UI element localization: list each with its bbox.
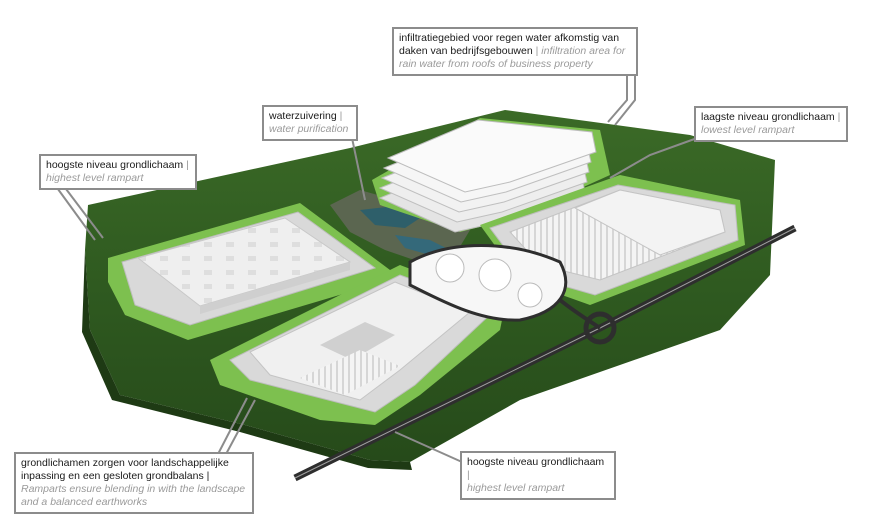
separator-icon: | [206,470,210,482]
separator-icon: | [339,110,343,122]
callout-highest-left-nl: hoogste niveau grondlichaam [46,159,184,171]
building-left-side [200,262,350,314]
building-right-roof [573,189,726,256]
grass-terrain-side [82,250,412,470]
leader-infiltration [607,70,628,123]
callout-water-purification: waterzuivering | water purification [262,105,358,141]
callout-infiltration: infiltratiegebied voor regen water afkom… [392,27,638,76]
leader-highest-left [62,184,104,239]
separator-icon: | [186,159,189,171]
callout-lowest-rampart: laagste niveau grondlichaam | lowest lev… [694,106,848,142]
building-top-stacked [378,119,597,233]
callout-ramparts-en: Ramparts ensure blending in with the lan… [21,483,246,508]
callout-infiltration-en: infiltration area for rain water from ro… [399,45,626,70]
leader-lowest [609,136,701,179]
separator-icon: | [837,111,841,123]
leader-ramparts [224,399,256,457]
callout-ramparts: grondlichamen zorgen voor landschappelij… [14,452,254,514]
callout-water-en: water purification [269,123,349,135]
building-bottom-court [320,322,395,360]
leader-water [351,137,366,201]
callout-highest-left-en: highest level rampart [46,172,144,184]
leader-highest-bottom [394,431,463,463]
separator-icon: | [467,469,470,481]
callout-highest-bottom-en: highest level rampart [467,482,565,494]
roundabout-inner [517,282,543,308]
callout-highest-rampart-left: hoogste niveau grondlichaam | highest le… [39,154,197,190]
roundabout [583,311,617,345]
access-road [558,298,602,330]
roundabout-inner [435,253,465,283]
leader-lines [54,70,701,463]
callout-lowest-nl: laagste niveau grondlichaam [701,111,835,123]
callout-water-nl: waterzuivering [269,110,337,122]
roundabout-inner [478,258,512,292]
leader-highest-left [54,184,96,241]
leader-infiltration [614,70,636,126]
callout-infiltration-nl: infiltratiegebied voor regen water afkom… [399,32,620,57]
callout-highest-bottom-nl: hoogste niveau grondlichaam [467,456,605,468]
separator-icon: | [535,45,539,57]
callout-ramparts-nl: grondlichamen zorgen voor landschappelij… [21,457,229,482]
building-bottom-stripes [300,350,400,395]
leader-ramparts [216,397,248,457]
callout-lowest-en: lowest level rampart [701,124,795,136]
callout-highest-rampart-bottom: hoogste niveau grondlichaam | highest le… [460,451,616,500]
